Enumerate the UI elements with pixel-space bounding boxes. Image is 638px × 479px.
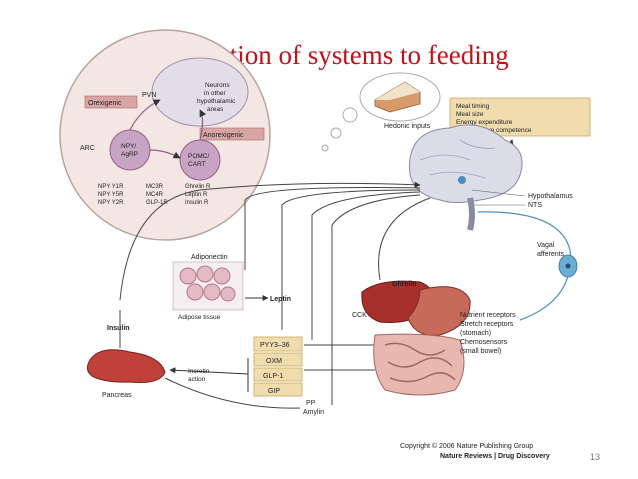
hypothalamic-circuit-inset: PVN Neurons in other hypothalamic areas …	[59, 29, 271, 241]
pomc-cart-label-2: CART	[188, 161, 206, 168]
npy-agrp-label-2: AgRP	[121, 151, 138, 158]
brain-icon	[409, 124, 523, 231]
stretch-receptors-label: Stretch receptors	[460, 321, 514, 328]
ghrelin-label: Ghrelin	[392, 281, 417, 288]
insulin-label: Insulin	[107, 325, 130, 332]
stomach-label: (stomach)	[460, 330, 491, 337]
gip-label: GIP	[268, 388, 280, 395]
incretin-label-2: action	[188, 376, 206, 383]
neurons-label-2: in other	[204, 90, 227, 97]
amylin-label: Amylin	[303, 409, 324, 416]
orexigenic-label: Orexigenic	[88, 100, 122, 107]
neurons-label-1: Neurons	[205, 82, 230, 89]
slide-number: 13	[590, 452, 601, 462]
pancreas-icon	[86, 349, 166, 383]
pyy-label: PYY3–36	[260, 342, 290, 349]
meal-timing-label: Meal timing	[456, 103, 490, 110]
pancreas-label: Pancreas	[102, 392, 132, 399]
legend-insulin-r: Insulin R	[185, 200, 209, 206]
hedonic-inputs-label: Hedonic inputs	[384, 123, 431, 130]
legend-npy-y5r: NPY Y5R	[98, 192, 124, 198]
legend-glp1r: GLP-1R	[146, 200, 168, 206]
adiponectin-label: Adiponectin	[191, 254, 228, 261]
neurons-label-3: hypothalamic	[197, 98, 236, 105]
legend-leptin-r: Leptin R	[185, 192, 208, 198]
glp1-label: GLP-1	[263, 373, 283, 380]
legend-npy-y1r: NPY Y1R	[98, 184, 124, 190]
oxm-label: OXM	[266, 358, 282, 365]
cck-label: CCK	[352, 312, 367, 319]
pvn-label: PVN	[142, 92, 156, 99]
vagal-label-1: Vagal	[537, 242, 555, 249]
arc-label: ARC	[80, 145, 95, 152]
npy-agrp-label-1: NPY/	[121, 143, 136, 150]
chemosensors-label: Chemosensors	[460, 339, 508, 346]
pomc-cart-label-1: POMC/	[188, 153, 210, 160]
gut-organs-icon	[361, 280, 471, 396]
copyright-label: Copyright © 2006 Nature Publishing Group	[400, 442, 533, 450]
pp-label: PP	[306, 400, 316, 407]
gut-hormone-boxes: PYY3–36 OXM GLP-1 GIP	[253, 336, 303, 397]
energy-expenditure-label: Energy expenditure	[456, 119, 513, 126]
anorexigenic-label: Anorexigenic	[203, 132, 244, 139]
receptor-legend: NPY Y1R NPY Y5R NPY Y2R MC3R MC4R GLP-1R…	[98, 184, 211, 206]
adipose-tissue-icon	[172, 261, 244, 311]
legend-npy-y2r: NPY Y2R	[98, 200, 124, 206]
legend-ghrelin-r: Ghrelin R	[185, 184, 211, 190]
hypothalamus-label: Hypothalamus	[528, 193, 573, 200]
incretin-label-1: Incretin	[188, 368, 210, 375]
journal-label: Nature Reviews | Drug Discovery	[440, 453, 550, 460]
vagal-label-2: afferents	[537, 251, 565, 258]
neurons-label-4: areas	[207, 106, 224, 113]
nts-label: NTS	[528, 202, 542, 209]
legend-mc4r: MC4R	[146, 192, 164, 198]
meal-size-label: Meal size	[456, 111, 484, 118]
small-bowel-label: (small bowel)	[460, 348, 501, 355]
nutrient-receptors-label: Nutrient receptors	[460, 312, 516, 319]
hedonic-inputs: Hedonic inputs	[321, 72, 441, 152]
reproductive-competence-label: Reproductive competence	[456, 127, 532, 134]
leptin-label: Leptin	[270, 296, 291, 303]
legend-mc3r: MC3R	[146, 184, 164, 190]
adipose-tissue-label: Adipose tissue	[178, 314, 221, 321]
